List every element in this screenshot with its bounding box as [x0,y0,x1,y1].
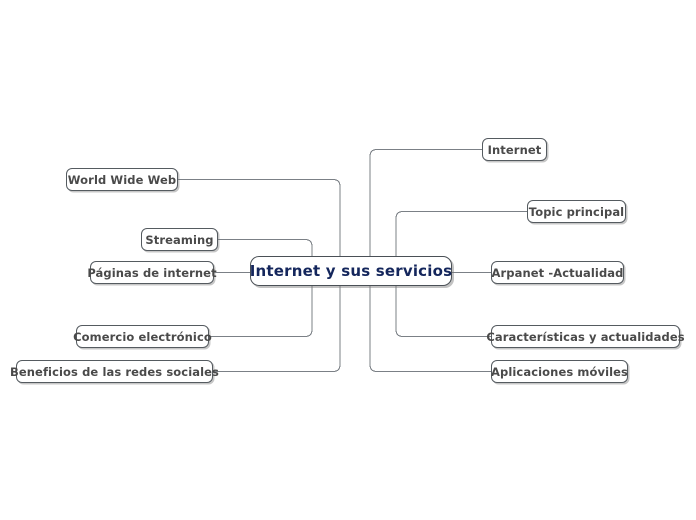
node-caracteristicas-y-actualidades[interactable]: Características y actualidades [486,325,685,348]
central-topic-label: Internet y sus servicios [249,262,453,280]
node-label: Comercio electrónico [73,329,212,344]
node-comercio-electronico[interactable]: Comercio electrónico [73,325,212,348]
node-label: Aplicaciones móviles [491,364,628,379]
node-beneficios-de-las-redes-sociales[interactable]: Beneficios de las redes sociales [10,360,219,383]
node-arpanet-actualidad[interactable]: Arpanet -Actualidad [491,261,624,284]
node-label: Beneficios de las redes sociales [10,364,219,379]
node-world-wide-web[interactable]: World Wide Web [66,168,178,191]
node-aplicaciones-moviles[interactable]: Aplicaciones móviles [491,360,628,383]
node-label: Topic principal [528,204,625,219]
node-label: Internet [487,142,542,157]
node-label: Características y actualidades [486,329,685,344]
node-label: Streaming [145,232,214,247]
node-streaming[interactable]: Streaming [141,228,218,251]
node-topic-principal[interactable]: Topic principal [527,200,626,223]
node-paginas-de-internet[interactable]: Páginas de internet [87,261,217,284]
central-topic-node[interactable]: Internet y sus servicios [250,256,452,286]
node-label: Páginas de internet [87,265,217,280]
node-internet[interactable]: Internet [482,138,547,161]
node-label: World Wide Web [67,172,177,187]
node-label: Arpanet -Actualidad [491,265,624,280]
